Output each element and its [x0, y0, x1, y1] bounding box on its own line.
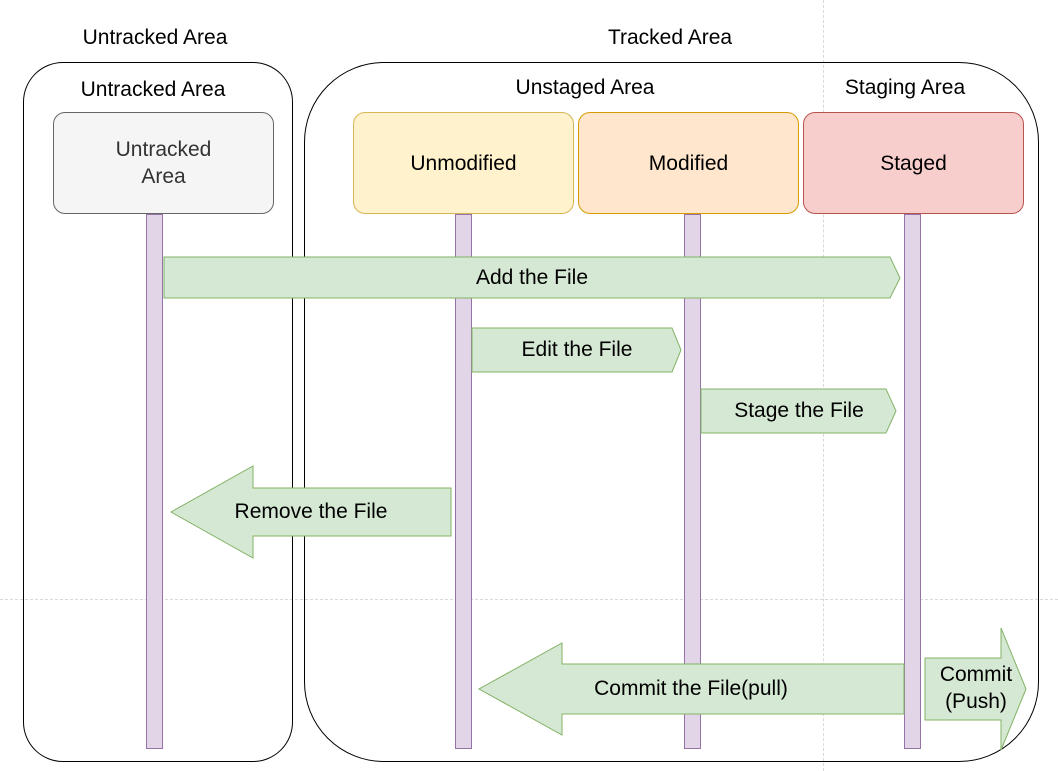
page-guide-horizontal	[0, 599, 1058, 600]
untracked-card-label: Untracked Area	[115, 138, 212, 188]
modified-lifeline	[684, 214, 701, 749]
unmodified-card-label: Unmodified	[410, 151, 517, 175]
edit-file-label: Edit the File	[521, 338, 633, 361]
unmodified-card: Unmodified	[353, 112, 574, 214]
unstaged-area-title: Unstaged Area	[515, 76, 655, 99]
commit-pull-label: Commit the File(pull)	[594, 677, 788, 700]
commit-push-label: Commit (Push)	[939, 663, 1013, 713]
tracked-area-title: Tracked Area	[607, 26, 733, 49]
untracked-area-subtitle: Untracked Area	[80, 78, 226, 101]
add-file-label: Add the File	[475, 266, 589, 289]
staged-card-label: Staged	[880, 151, 947, 175]
staging-area-title: Staging Area	[844, 76, 966, 99]
stage-file-label: Stage the File	[734, 399, 864, 422]
remove-file-label: Remove the File	[234, 500, 388, 523]
tracked-area-group	[304, 62, 1039, 762]
edit-file-arrow	[471, 327, 682, 373]
modified-card: Modified	[578, 112, 799, 214]
modified-card-label: Modified	[648, 151, 729, 175]
untracked-lifeline	[146, 214, 163, 749]
untracked-area-group	[23, 62, 293, 762]
stage-file-arrow	[700, 388, 897, 434]
staged-card: Staged	[803, 112, 1024, 214]
add-file-arrow	[163, 256, 901, 299]
staged-lifeline	[904, 214, 921, 749]
untracked-area-title: Untracked Area	[82, 26, 228, 49]
commit-push-arrow	[924, 627, 1027, 751]
commit-pull-arrow	[477, 642, 905, 736]
page-guide-vertical	[823, 0, 824, 771]
untracked-card: Untracked Area	[53, 112, 274, 214]
unmodified-lifeline	[455, 214, 472, 749]
remove-file-arrow	[169, 465, 452, 559]
